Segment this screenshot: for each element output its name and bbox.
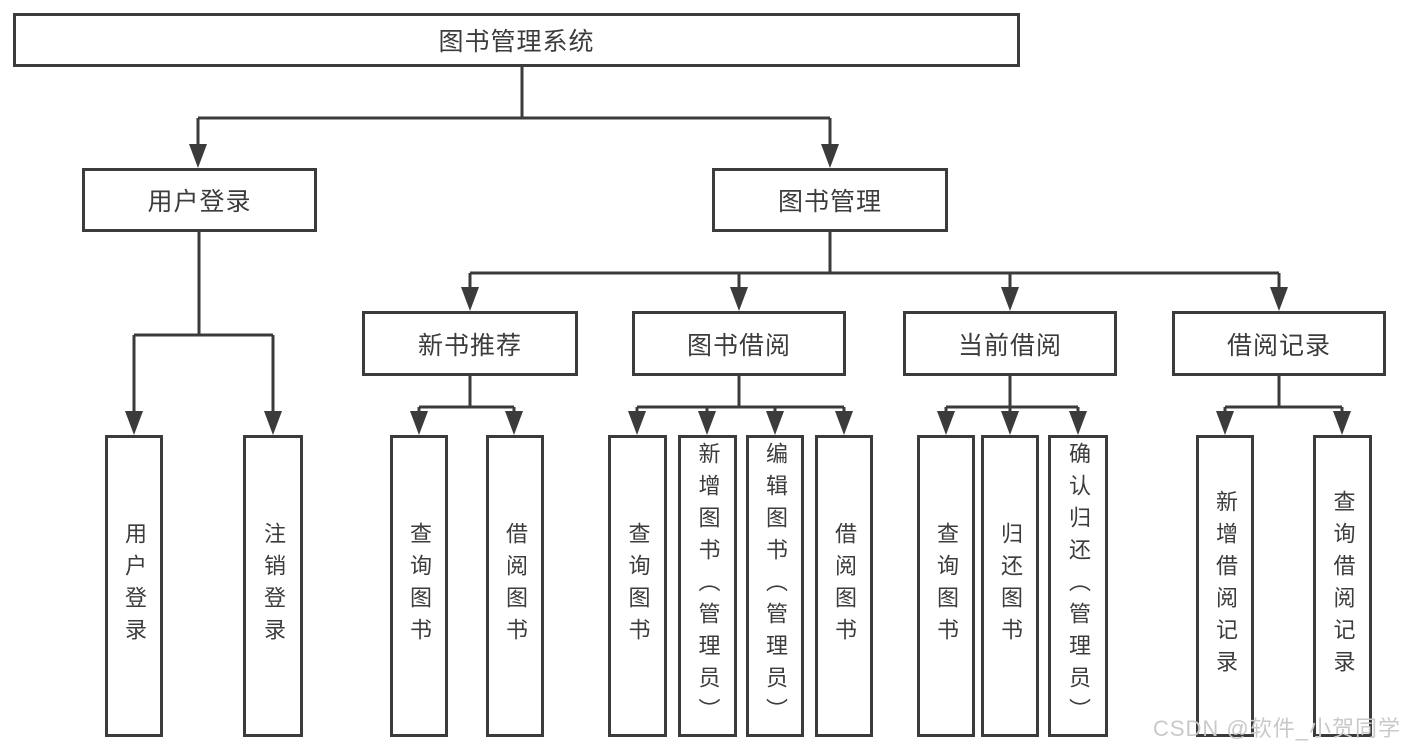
leaf-rec-query-books-label: 查询图书 — [407, 522, 432, 650]
leaf-logout: 注销登录 — [243, 435, 303, 737]
arrowhead — [1001, 287, 1019, 311]
connector-current-borrowing-to-children — [937, 376, 1087, 435]
node-library-management-system: 图书管理系统 — [13, 13, 1020, 67]
leaf-borrow-query-books: 查询图书 — [608, 435, 667, 737]
connector-user-login-to-children — [125, 232, 282, 435]
arrowhead — [937, 411, 955, 435]
leaf-current-query-books: 查询图书 — [917, 435, 975, 737]
node-book-borrowing: 图书借阅 — [632, 311, 846, 376]
arrowhead — [766, 411, 784, 435]
leaf-records-query-record-label: 查询借阅记录 — [1330, 490, 1356, 682]
leaf-borrow-edit-books-admin-label: 编辑图书（管理员） — [763, 442, 788, 730]
arrowhead — [698, 411, 716, 435]
arrowhead — [1001, 411, 1019, 435]
leaf-user-login: 用户登录 — [105, 435, 163, 737]
arrowhead — [730, 287, 748, 311]
leaf-records-query-record: 查询借阅记录 — [1313, 435, 1372, 737]
node-borrowing-records: 借阅记录 — [1172, 311, 1386, 376]
leaf-borrow-borrow-books-label: 借阅图书 — [832, 522, 857, 650]
leaf-current-confirm-return-admin-label: 确认归还（管理员） — [1066, 442, 1091, 730]
arrowhead — [461, 287, 479, 311]
arrowhead — [505, 411, 523, 435]
leaf-current-return-books: 归还图书 — [981, 435, 1039, 737]
node-book-management: 图书管理 — [712, 168, 948, 232]
arrowhead — [1216, 411, 1234, 435]
arrowhead — [1270, 287, 1288, 311]
node-library-management-system-label: 图书管理系统 — [438, 28, 595, 56]
arrowhead — [125, 411, 143, 435]
leaf-current-query-books-label: 查询图书 — [934, 522, 959, 650]
node-book-borrowing-label: 图书借阅 — [686, 331, 791, 360]
arrowhead — [189, 144, 207, 168]
connector-book-borrowing-to-children — [628, 376, 853, 435]
node-current-borrowing: 当前借阅 — [903, 311, 1117, 376]
leaf-rec-query-books: 查询图书 — [390, 435, 448, 737]
connector-borrowing-records-to-children — [1216, 376, 1351, 435]
leaf-borrow-query-books-label: 查询图书 — [625, 522, 651, 650]
leaf-borrow-edit-books-admin: 编辑图书（管理员） — [746, 435, 804, 737]
node-current-borrowing-label: 当前借阅 — [957, 331, 1062, 360]
leaf-current-confirm-return-admin: 确认归还（管理员） — [1048, 435, 1108, 737]
arrowhead — [264, 411, 282, 435]
connector-book-management-to-groups — [461, 232, 1288, 311]
leaf-records-add-record: 新增借阅记录 — [1196, 435, 1254, 737]
arrowhead — [628, 411, 646, 435]
arrowhead — [821, 144, 839, 168]
node-new-book-recommendation-label: 新书推荐 — [417, 331, 522, 360]
arrowhead — [835, 411, 853, 435]
leaf-rec-borrow-books-label: 借阅图书 — [503, 522, 528, 650]
csdn-watermark: CSDN @软件_小贺同学 — [1152, 716, 1401, 741]
connector-root-to-branches — [189, 67, 839, 168]
node-new-book-recommendation: 新书推荐 — [362, 311, 578, 376]
leaf-borrow-add-books-admin-label: 新增图书（管理员） — [695, 442, 721, 730]
leaf-borrow-add-books-admin: 新增图书（管理员） — [678, 435, 737, 737]
leaf-logout-label: 注销登录 — [261, 522, 286, 650]
node-borrowing-records-label: 借阅记录 — [1226, 331, 1331, 360]
arrowhead — [410, 411, 428, 435]
connector-new-book-recommendation-to-children — [410, 376, 523, 435]
leaf-current-return-books-label: 归还图书 — [998, 522, 1023, 650]
node-user-login-label: 用户登录 — [147, 188, 252, 216]
node-user-login: 用户登录 — [82, 168, 317, 232]
leaf-borrow-borrow-books: 借阅图书 — [815, 435, 873, 737]
leaf-rec-borrow-books: 借阅图书 — [486, 435, 544, 737]
node-book-management-label: 图书管理 — [777, 188, 882, 216]
leaf-records-add-record-label: 新增借阅记录 — [1213, 490, 1238, 682]
arrowhead — [1333, 411, 1351, 435]
leaf-user-login-label: 用户登录 — [122, 522, 147, 650]
arrowhead — [1069, 411, 1087, 435]
